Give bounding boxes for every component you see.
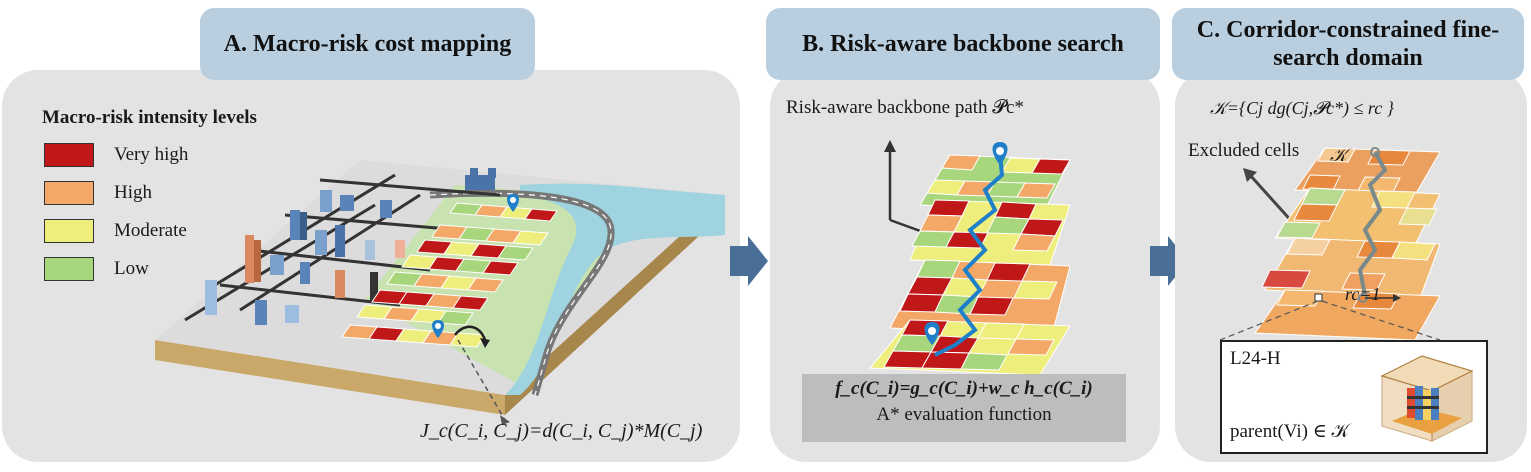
location-pin-icon <box>992 142 1008 165</box>
evaluation-caption: A* evaluation function <box>876 404 1052 425</box>
legend-swatch-moderate <box>44 219 94 243</box>
panel-c-title: C. Corridor-constrained fine- search dom… <box>1172 8 1524 80</box>
corridor-k-label: 𝒦 <box>1330 145 1347 165</box>
voxel-cube-illustration <box>1380 355 1474 442</box>
inset-formula: parent(Vi) ∈ 𝒦 <box>1230 421 1350 442</box>
legend-swatch-high <box>44 181 94 205</box>
excluded-cells-label: Excluded cells <box>1188 140 1300 161</box>
city-risk-map-illustration <box>155 160 725 425</box>
buildings <box>205 168 496 325</box>
layered-grid-illustration <box>868 140 1071 376</box>
legend-item-low: Low <box>44 257 149 281</box>
evaluation-formula: f_c(C_i)=g_c(C_i)+w_c h_c(C_i) <box>835 378 1093 399</box>
panel-a-title: A. Macro-risk cost mapping <box>200 8 535 80</box>
corridor-layers-illustration <box>1219 147 1441 341</box>
corridor-radius-label: rc=1 <box>1345 284 1381 304</box>
legend-swatch-low <box>44 257 94 281</box>
risk-grid <box>341 202 558 348</box>
location-pin-icon <box>432 320 444 338</box>
legend-label-high: High <box>114 182 152 203</box>
flow-arrow-icon <box>730 236 768 286</box>
legend-title: Macro-risk intensity levels <box>42 107 257 128</box>
legend-label-low: Low <box>114 258 149 279</box>
legend-item-very-high: Very high <box>44 143 188 167</box>
legend-label-very-high: Very high <box>114 144 189 165</box>
legend-swatch-very-high <box>44 143 94 167</box>
zoom-inset: L24-H parent(Vi) ∈ 𝒦 <box>1220 340 1488 454</box>
location-pin-icon <box>924 322 940 345</box>
panel-c-title-line2: search domain <box>1273 45 1423 71</box>
corridor-set-formula: 𝒦={Cj dg(Cj,𝓟c*) ≤ rc } <box>1210 98 1394 118</box>
panel-c-title-line1: C. Corridor-constrained fine- <box>1196 17 1500 43</box>
evaluation-formula-box: f_c(C_i)=g_c(C_i)+w_c h_c(C_i) A* evalua… <box>802 374 1126 442</box>
location-pin-icon <box>507 194 519 212</box>
backbone-path-line <box>934 154 1005 357</box>
flow-arrow-icon <box>1150 236 1188 286</box>
curved-arrow-icon <box>454 325 487 341</box>
legend-item-moderate: Moderate <box>44 219 187 243</box>
legend-label-moderate: Moderate <box>114 220 187 241</box>
panel-b-title: B. Risk-aware backbone search <box>766 8 1160 80</box>
backbone-path-label: Risk-aware backbone path 𝓟c* <box>786 97 1024 118</box>
cost-formula: J_c(C_i, C_j)=d(C_i, C_j)*M(C_j) <box>420 420 703 442</box>
legend-item-high: High <box>44 181 152 205</box>
inset-label: L24-H <box>1230 348 1281 369</box>
